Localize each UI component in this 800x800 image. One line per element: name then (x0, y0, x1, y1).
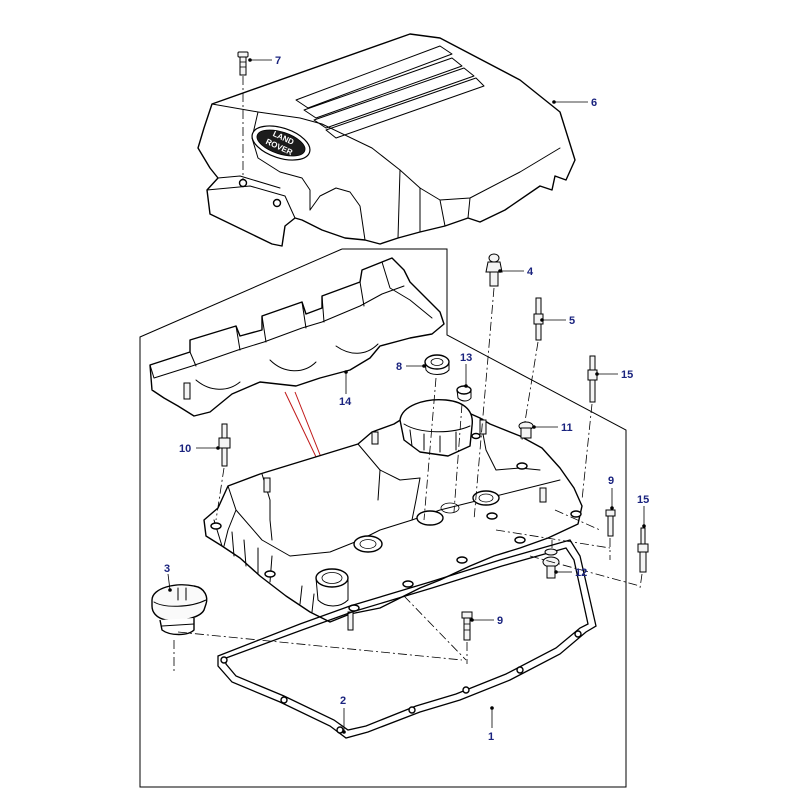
callout-leaders (167, 58, 646, 734)
callout-8: 8 (396, 361, 402, 373)
dash-guide-lines (177, 509, 641, 661)
callout-13: 13 (460, 352, 472, 364)
callout-labels: 6 7 4 5 15 8 13 11 14 10 9 15 12 9 3 2 1 (164, 55, 649, 743)
callout-14: 14 (339, 396, 352, 408)
callout-1: 1 (488, 731, 494, 743)
fitting-part-12 (518, 421, 534, 439)
callout-4: 4 (527, 266, 534, 278)
callout-15-upper: 15 (621, 369, 633, 381)
gasket-part-2 (217, 539, 597, 739)
oil-cap-part-3 (151, 584, 208, 672)
callout-5: 5 (569, 315, 575, 327)
callout-7: 7 (275, 55, 281, 67)
callout-2: 2 (340, 695, 346, 707)
stud-part-4 (473, 253, 503, 521)
stud-part-5 (521, 297, 544, 441)
seal-part-8 (423, 354, 450, 521)
bolt-part-9-right (605, 509, 616, 560)
stud-part-15-lower (637, 527, 649, 589)
grommet-part-13 (453, 385, 472, 513)
callout-3: 3 (164, 563, 170, 575)
assembly-frame (139, 248, 627, 788)
callout-9-lower: 9 (497, 615, 503, 627)
callout-15-lower: 15 (637, 494, 649, 506)
callout-12: 11 (561, 422, 573, 434)
callout-6: 6 (591, 97, 597, 109)
callout-9-right: 9 (608, 475, 614, 487)
bolt-part-9-lower (461, 611, 473, 664)
callout-10: 10 (179, 443, 191, 455)
land-rover-logo-icon: LAND ROVER (251, 125, 311, 161)
engine-cover-part-6: LAND ROVER (197, 33, 576, 247)
valve-cover-body (203, 399, 583, 631)
stud-part-15-upper (581, 355, 598, 501)
stud-part-10 (215, 423, 231, 521)
baffle-part-14 (149, 257, 445, 417)
callout-11: 12 (575, 567, 587, 579)
bolt-part-7 (237, 51, 249, 180)
